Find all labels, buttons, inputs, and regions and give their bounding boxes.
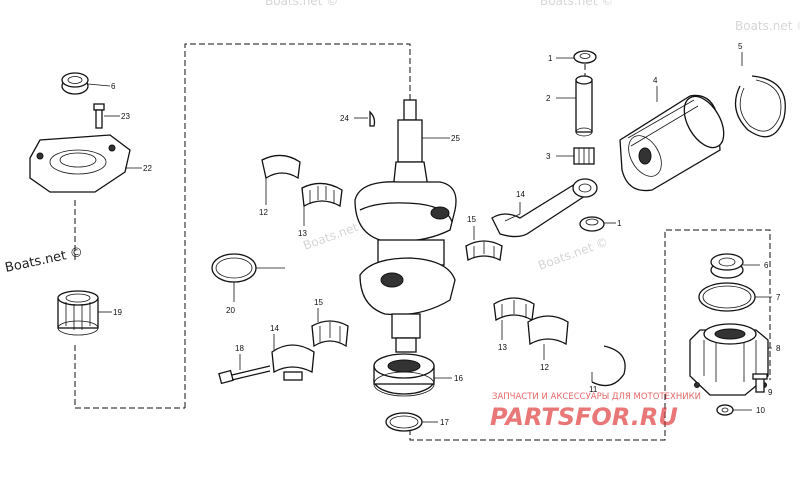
needle-bearing-small: [556, 147, 595, 165]
brand-subtitle: ЗАПЧАСТИ И АКСЕССУАРЫ ДЛЯ МОТОТЕХНИКИ: [492, 392, 701, 402]
callout-23: 23: [121, 112, 130, 121]
callout-12-top: 12: [259, 208, 268, 217]
needle-cage-13-top: [301, 182, 343, 226]
assembly-dashed-lines: [74, 43, 771, 441]
washer-top: [556, 50, 597, 64]
needle-cage-15-lower: [311, 308, 349, 348]
callout-13-top: 13: [298, 229, 307, 238]
callout-14-top: 14: [516, 190, 525, 199]
callout-4: 4: [653, 76, 658, 85]
needle-bearing-19: [57, 290, 112, 336]
callout-7: 7: [776, 293, 781, 302]
watermark-boats-net: Boats.net ©: [536, 235, 610, 273]
callout-1-mid: 1: [617, 219, 622, 228]
callout-8: 8: [776, 344, 781, 353]
callout-20: 20: [226, 306, 235, 315]
bolt-23: [93, 103, 120, 129]
callout-2: 2: [546, 94, 551, 103]
callout-6-left: 6: [111, 82, 116, 91]
watermark-boats-net: Boats.net ©: [265, 0, 338, 8]
callout-5: 5: [738, 42, 743, 51]
piston-ring: [734, 52, 786, 138]
callout-12-low: 12: [540, 363, 549, 372]
callout-6-right: 6: [764, 261, 769, 270]
screw-9: [752, 373, 768, 393]
woodruff-key: [354, 110, 376, 127]
crankshaft: [354, 99, 457, 353]
rod-cap: [271, 334, 315, 381]
o-ring-20: [211, 253, 285, 302]
needle-cage-13-lower: [493, 297, 535, 340]
callout-10: 10: [756, 406, 765, 415]
callout-22: 22: [143, 164, 152, 173]
connecting-rod: [491, 178, 598, 238]
callout-14-low: 14: [270, 324, 279, 333]
watermark-boats-net: Boats.net ©: [735, 19, 800, 33]
cap-bolt: [218, 354, 271, 385]
callout-25: 25: [451, 134, 460, 143]
bearing-half-12-lower: [527, 315, 569, 360]
seal-ring-right: [710, 253, 760, 279]
bearing-housing: [689, 323, 772, 396]
callout-13-low: 13: [498, 343, 507, 352]
piston-pin: [556, 75, 593, 137]
callout-11: 11: [589, 385, 598, 394]
needle-cage-15-upper: [465, 226, 503, 261]
callout-1-top: 1: [548, 54, 553, 63]
callout-9: 9: [768, 388, 773, 397]
watermark-boats-net: Boats.net ©: [540, 0, 613, 8]
bearing-retainer-plate: [29, 134, 142, 193]
callout-16: 16: [454, 374, 463, 383]
bearing-half-12-top: [261, 154, 301, 205]
brand-logo-text: PARTSFOR.RU: [490, 403, 678, 431]
watermark-boats-net-main: Boats.net ©: [4, 245, 85, 276]
o-ring-7: [698, 282, 772, 312]
snap-ring: [591, 345, 626, 387]
callout-15-low: 15: [314, 298, 323, 307]
callout-3: 3: [546, 152, 551, 161]
callout-15-top: 15: [467, 215, 476, 224]
bearing-ring-mid: [579, 216, 616, 232]
washer-10: [716, 404, 752, 416]
seal-ring-left: [61, 72, 111, 95]
callout-24: 24: [340, 114, 349, 123]
callout-17: 17: [440, 418, 449, 427]
callout-19: 19: [113, 308, 122, 317]
callout-18: 18: [235, 344, 244, 353]
piston: [619, 86, 725, 192]
ball-bearing: [373, 353, 452, 397]
retaining-ring-17: [385, 412, 438, 432]
